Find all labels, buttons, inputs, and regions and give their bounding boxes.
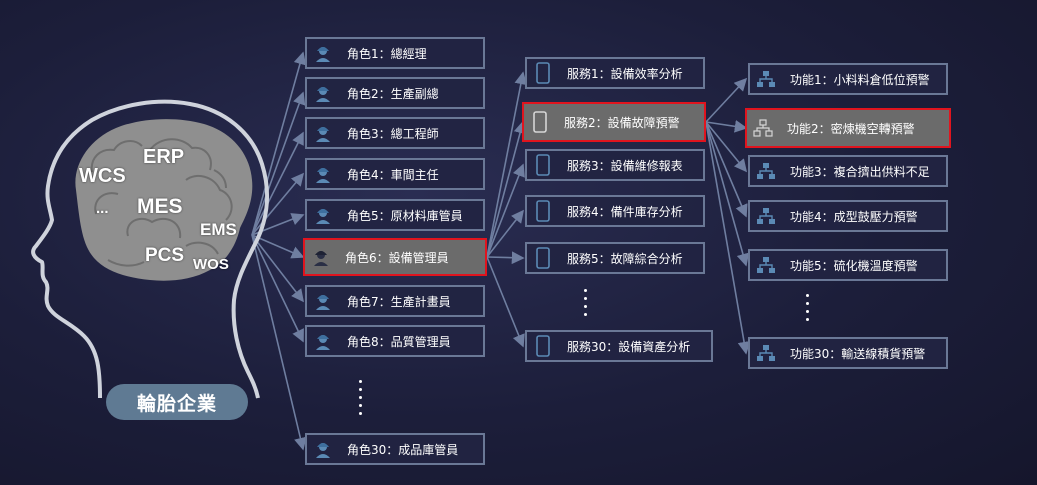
function-connector-arrow: [705, 121, 748, 173]
role-connector-arrow: [251, 172, 305, 236]
role-connector-arrow: [251, 91, 306, 236]
service-node-4[interactable]: 服務4：備件庫存分析: [525, 195, 705, 227]
head-silhouette: [31, 99, 269, 399]
function-connector-arrow: [705, 121, 750, 267]
hierarchy-icon: [749, 114, 777, 142]
role-connector-arrow: [251, 234, 305, 259]
function-label: 功能4：成型鼓壓力預警: [790, 209, 918, 224]
role-node-3[interactable]: 角色3：總工程師: [305, 117, 485, 149]
function-label: 功能2：密煉機空轉預警: [787, 121, 915, 136]
role-label: 角色1：總經理: [347, 46, 427, 61]
role-label: 角色7：生產計畫員: [347, 294, 451, 309]
role-label: 角色2：生產副總: [347, 86, 439, 101]
role-label: 角色4：車間主任: [347, 167, 439, 182]
role-node-2[interactable]: 角色2：生產副總: [305, 77, 485, 109]
function-label: 功能30：輸送線積貨預警: [790, 346, 926, 361]
function-label: 功能1：小料料倉低位預警: [790, 72, 930, 87]
worker-helmet-icon: [309, 160, 337, 188]
role-connector-arrow: [251, 234, 307, 451]
worker-helmet-icon: [307, 243, 335, 271]
role-node-8[interactable]: 角色8：品質管理員: [305, 325, 485, 357]
service-node-30[interactable]: 服務30：設備資產分析: [525, 330, 713, 362]
service-label: 服務5：故障綜合分析: [567, 251, 683, 266]
role-label: 角色3：總工程師: [347, 126, 439, 141]
service-label: 服務3：設備維修報表: [567, 158, 683, 173]
brain-label-wos: WOS: [193, 256, 229, 273]
mobile-phone-icon: [529, 59, 557, 87]
service-ellipsis-dots: [584, 289, 588, 316]
brain-label-erp: ERP: [143, 146, 185, 168]
service-connector-arrow: [486, 120, 527, 258]
worker-helmet-icon: [309, 435, 337, 463]
worker-helmet-icon: [309, 79, 337, 107]
role-label: 角色5：原材料庫管員: [347, 208, 463, 223]
mobile-phone-icon: [529, 197, 557, 225]
worker-helmet-icon: [309, 287, 337, 315]
role-ellipsis-dots: [359, 380, 363, 415]
head-illustration: ERP WCS MES ... EMS PCS WOS 輪胎企業: [0, 0, 300, 485]
hierarchy-icon: [752, 65, 780, 93]
service-connector-arrow: [486, 71, 528, 258]
role-node-6-selected[interactable]: 角色6：設備管理員: [303, 238, 487, 276]
function-ellipsis-dots: [806, 294, 810, 321]
hierarchy-icon: [752, 339, 780, 367]
role-node-1[interactable]: 角色1：總經理: [305, 37, 485, 69]
service-connector-arrow: [486, 256, 525, 348]
service-label: 服務4：備件庫存分析: [567, 204, 683, 219]
worker-helmet-icon: [309, 39, 337, 67]
brain-label-mes: MES: [137, 195, 183, 218]
service-node-1[interactable]: 服務1：設備效率分析: [525, 57, 705, 89]
role-label: 角色30：成品庫管員: [347, 442, 459, 457]
mobile-phone-icon: [529, 244, 557, 272]
service-label: 服務2：設備故障預警: [564, 115, 680, 130]
role-connector-arrow: [251, 51, 307, 236]
function-node-30[interactable]: 功能30：輸送線積貨預警: [748, 337, 948, 369]
role-node-5[interactable]: 角色5：原材料庫管員: [305, 199, 485, 231]
brain-label-pcs: PCS: [145, 245, 185, 266]
function-node-5[interactable]: 功能5：硫化機溫度預警: [748, 249, 948, 281]
function-node-3[interactable]: 功能3：複合擠出供料不足: [748, 155, 948, 187]
mobile-phone-icon: [529, 151, 557, 179]
service-connector-arrow: [486, 163, 525, 258]
function-node-4[interactable]: 功能4：成型鼓壓力預警: [748, 200, 948, 232]
worker-helmet-icon: [309, 327, 337, 355]
brain-label-wcs: WCS: [79, 165, 126, 187]
service-label: 服務1：設備效率分析: [567, 66, 683, 81]
role-label: 角色6：設備管理員: [345, 250, 449, 265]
role-connector-arrow: [251, 234, 304, 303]
role-node-7[interactable]: 角色7：生產計畫員: [305, 285, 485, 317]
brain-label-ems: EMS: [200, 220, 237, 239]
function-node-1[interactable]: 功能1：小料料倉低位預警: [748, 63, 948, 95]
brain-label-ellipsis: ...: [96, 200, 109, 217]
worker-helmet-icon: [309, 201, 337, 229]
service-label: 服務30：設備資產分析: [567, 339, 691, 354]
service-connector-arrow: [486, 251, 525, 265]
function-connector-arrow: [705, 121, 748, 218]
function-connector-arrow: [705, 120, 748, 133]
function-connector-arrow: [705, 121, 751, 355]
role-node-30[interactable]: 角色30：成品庫管員: [305, 433, 485, 465]
function-node-2-selected[interactable]: 功能2：密煉機空轉預警: [745, 108, 951, 148]
hierarchy-icon: [752, 202, 780, 230]
service-connector-arrow: [486, 209, 524, 258]
function-label: 功能5：硫化機溫度預警: [790, 258, 918, 273]
service-node-3[interactable]: 服務3：設備維修報表: [525, 149, 705, 181]
service-node-2-selected[interactable]: 服務2：設備故障預警: [522, 102, 706, 142]
worker-helmet-icon: [309, 119, 337, 147]
mobile-phone-icon: [526, 108, 554, 136]
role-connector-arrow: [251, 234, 304, 343]
role-node-4[interactable]: 角色4：車間主任: [305, 158, 485, 190]
hierarchy-icon: [752, 157, 780, 185]
function-label: 功能3：複合擠出供料不足: [790, 164, 930, 179]
service-node-5[interactable]: 服務5：故障綜合分析: [525, 242, 705, 274]
mobile-phone-icon: [529, 332, 557, 360]
company-badge: 輪胎企業: [106, 384, 248, 420]
hierarchy-icon: [752, 251, 780, 279]
role-label: 角色8：品質管理員: [347, 334, 451, 349]
function-connector-arrow: [705, 77, 748, 123]
role-connector-arrow: [251, 131, 304, 236]
